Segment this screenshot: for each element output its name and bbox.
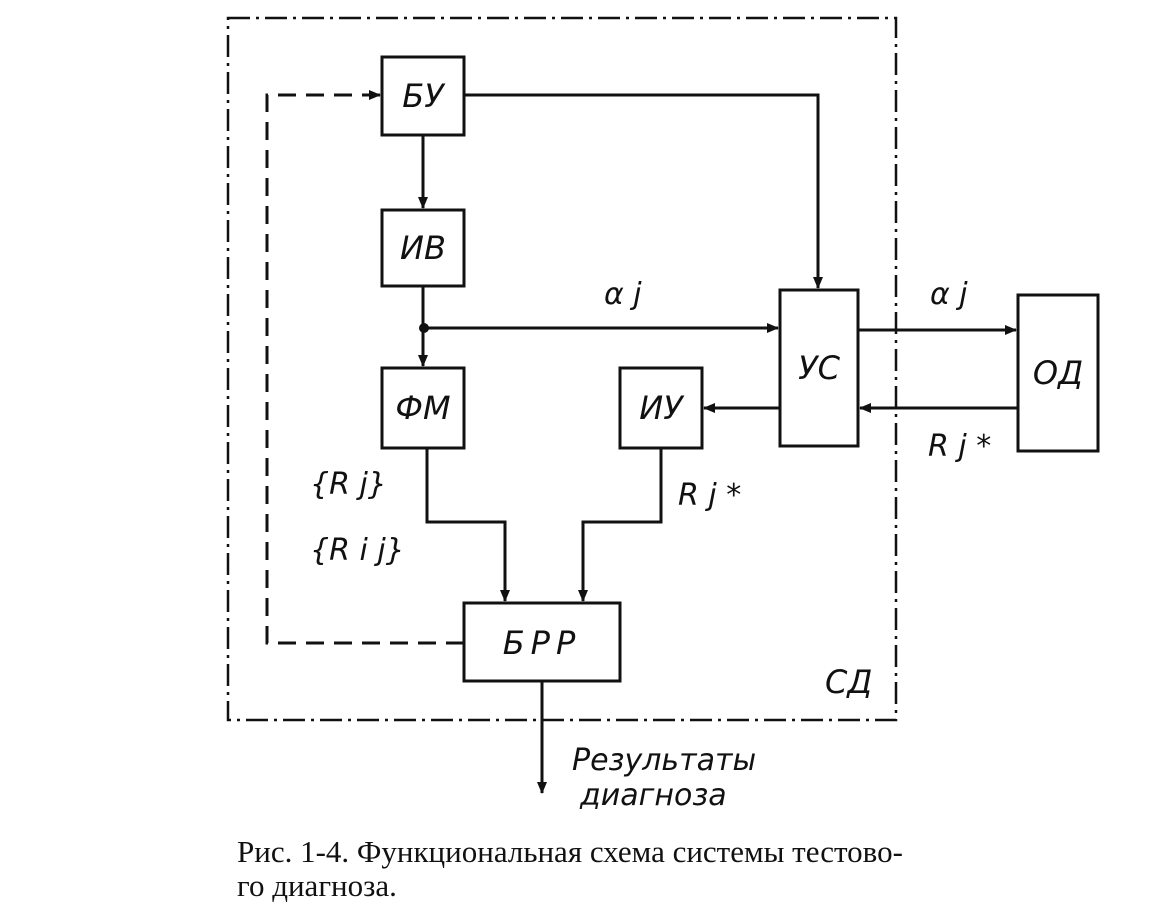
signal-set-rj: {R j} <box>310 467 387 502</box>
system-label: СД <box>825 663 872 701</box>
block-od <box>1016 293 1100 453</box>
signal-r-star-outer: R j * <box>928 429 991 464</box>
block-iu-label: ИУ <box>639 389 685 427</box>
signal-alpha-inner: α j <box>604 277 642 312</box>
signal-r-star-inner: R j * <box>678 478 741 513</box>
block-iv-label: ИВ <box>400 229 446 267</box>
block-us <box>778 288 860 448</box>
block-us-label: УС <box>798 349 841 387</box>
figure-caption-line1: Рис. 1-4. Функциональная схема системы т… <box>237 834 903 869</box>
feedback-brr-to-bu <box>265 90 464 645</box>
block-bu-label: БУ <box>402 77 446 115</box>
output-label-line2: диагноза <box>579 778 727 813</box>
block-brr-label: БРР <box>503 624 582 662</box>
block-od-label: ОД <box>1033 354 1083 392</box>
block-fm-label: ФМ <box>395 389 450 427</box>
signal-alpha-outer: α j <box>930 277 968 312</box>
arrow-fm-to-brr <box>425 448 510 602</box>
output-label-line1: Результаты <box>572 743 756 778</box>
arrow-iu-to-brr <box>578 448 663 602</box>
arrow-bu-to-us <box>464 93 823 289</box>
system-boundary <box>226 16 898 722</box>
block-fm <box>380 366 466 450</box>
block-iu <box>618 366 704 450</box>
figure-caption-line2: го диагноза. <box>237 868 397 903</box>
signal-set-rij: {R i j} <box>310 533 405 568</box>
